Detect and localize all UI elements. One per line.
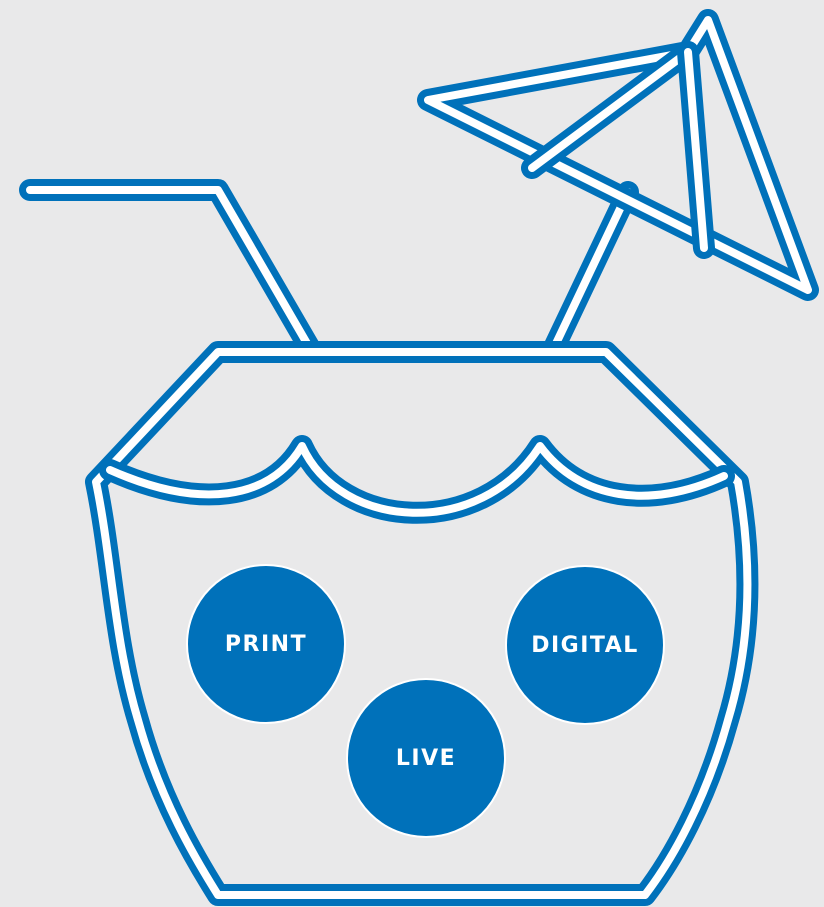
print-label: PRINT bbox=[224, 631, 308, 657]
umbrella-stick-icon bbox=[541, 181, 639, 363]
straw-icon bbox=[19, 179, 323, 363]
live-bubble: LIVE bbox=[346, 678, 506, 838]
umbrella-icon bbox=[417, 9, 819, 301]
live-label: LIVE bbox=[395, 745, 457, 771]
print-bubble: PRINT bbox=[186, 564, 346, 724]
digital-bubble: DIGITAL bbox=[505, 565, 665, 725]
liquid-wave-icon bbox=[99, 435, 735, 524]
digital-label: DIGITAL bbox=[531, 632, 639, 658]
coconut-bowl-icon bbox=[85, 341, 759, 906]
